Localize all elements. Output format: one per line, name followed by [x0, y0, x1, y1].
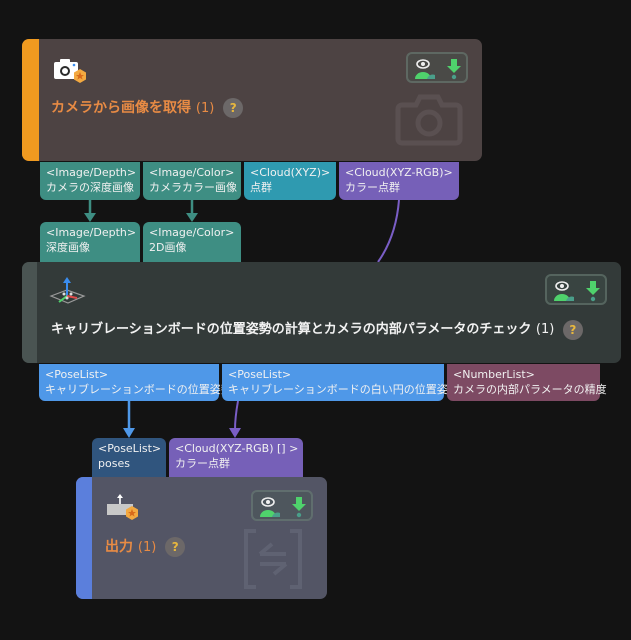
output-port-intrinsics-accuracy[interactable]: <NumberList> カメラの内部パラメータの精度 — [447, 364, 607, 401]
node-title-text: 出力 — [105, 539, 133, 555]
input-port-2d-image[interactable]: <Image/Color> 2D画像 — [143, 222, 241, 262]
node-title: 出力 (1) ? — [105, 536, 186, 557]
pose-axes-icon — [49, 277, 86, 304]
node-capture-images[interactable]: カメラから画像を取得 (1) ? — [22, 39, 482, 161]
port-label: カメラカラー画像 — [149, 181, 237, 194]
output-port-color-image[interactable]: <Image/Color> カメラカラー画像 — [143, 162, 241, 200]
help-button[interactable]: ? — [223, 98, 244, 118]
output-port-depth-image[interactable]: <Image/Depth> カメラの深度画像 — [40, 162, 140, 200]
visualize-output-icon[interactable] — [552, 280, 574, 302]
node-count: (1) — [535, 322, 555, 337]
node-accent-bar — [22, 39, 39, 161]
output-port-circle-poses[interactable]: <PoseList> キャリブレーションボードの白い円の位置姿勢 — [222, 364, 459, 401]
node-output[interactable]: 出力 (1) ? — [76, 477, 327, 599]
output-port-board-poses[interactable]: <PoseList> キャリブレーションボードの位置姿勢 — [39, 364, 232, 401]
port-type: <Image/Depth> — [46, 166, 137, 179]
input-port-depth-image[interactable]: <Image/Depth> 深度画像 — [40, 222, 140, 262]
port-type: <Image/Color> — [149, 226, 235, 239]
node-accent-bar — [22, 262, 37, 363]
port-label: 2D画像 — [149, 241, 187, 254]
port-type: <Cloud(XYZ-RGB) [] > — [175, 442, 299, 455]
input-port-poses[interactable]: <PoseList> poses — [92, 438, 166, 477]
visualize-output-icon[interactable] — [413, 58, 435, 80]
wire-color-cloud — [377, 199, 400, 263]
input-port-color-cloud[interactable]: <Cloud(XYZ-RGB) [] > カラー点群 — [169, 438, 303, 477]
node-title: カメラから画像を取得 (1) ? — [51, 97, 244, 118]
node-calib-board[interactable]: キャリブレーションボードの位置姿勢の計算とカメラの内部パラメータのチェック (1… — [22, 262, 621, 363]
port-label: キャリブレーションボードの位置姿勢 — [45, 383, 232, 396]
output-star-icon — [107, 494, 138, 520]
camera-star-icon — [54, 59, 86, 83]
output-port-cloud-xyz-rgb[interactable]: <Cloud(XYZ-RGB)> カラー点群 — [339, 162, 459, 200]
help-button[interactable]: ? — [165, 537, 186, 557]
debug-output-icon[interactable] — [443, 58, 465, 80]
wire-depth-image — [84, 200, 96, 222]
node-toolbox — [251, 490, 313, 521]
wire-poses — [123, 401, 135, 438]
node-accent-bar — [76, 477, 92, 599]
port-type: <PoseList> — [45, 368, 109, 381]
debug-output-icon[interactable] — [582, 280, 604, 302]
port-type: <Image/Depth> — [46, 226, 137, 239]
port-label: カラー点群 — [175, 457, 230, 470]
debug-output-icon[interactable] — [288, 496, 310, 518]
port-type: <PoseList> — [228, 368, 292, 381]
node-title-text: カメラから画像を取得 — [51, 100, 191, 116]
port-label: 点群 — [250, 181, 272, 194]
visualize-output-icon[interactable] — [258, 496, 280, 518]
node-toolbox — [406, 52, 468, 83]
wire-color-image — [186, 200, 198, 222]
port-label: poses — [98, 457, 130, 470]
output-exchange-icon — [244, 529, 302, 589]
port-type: <NumberList> — [453, 368, 535, 381]
port-label: カメラの内部パラメータの精度 — [453, 383, 607, 396]
help-button[interactable]: ? — [562, 319, 583, 340]
node-toolbox — [545, 274, 607, 305]
node-title-text: キャリブレーションボードの位置姿勢の計算とカメラの内部パラメータのチェック — [51, 322, 532, 337]
port-type: <Cloud(XYZ-RGB)> — [345, 166, 453, 179]
output-port-cloud-xyz[interactable]: <Cloud(XYZ)> 点群 — [244, 162, 336, 200]
camera-icon — [395, 94, 463, 146]
port-type: <Image/Color> — [149, 166, 235, 179]
port-type: <Cloud(XYZ)> — [250, 166, 331, 179]
port-label: 深度画像 — [46, 241, 90, 254]
port-label: キャリブレーションボードの白い円の位置姿勢 — [228, 383, 459, 396]
node-title: キャリブレーションボードの位置姿勢の計算とカメラの内部パラメータのチェック (1… — [51, 318, 583, 340]
port-label: カラー点群 — [345, 181, 400, 194]
port-label: カメラの深度画像 — [46, 181, 134, 194]
node-count: (1) — [137, 540, 157, 555]
port-type: <PoseList> — [98, 442, 162, 455]
node-count: (1) — [195, 101, 215, 116]
wire-output-cloud — [229, 400, 241, 438]
